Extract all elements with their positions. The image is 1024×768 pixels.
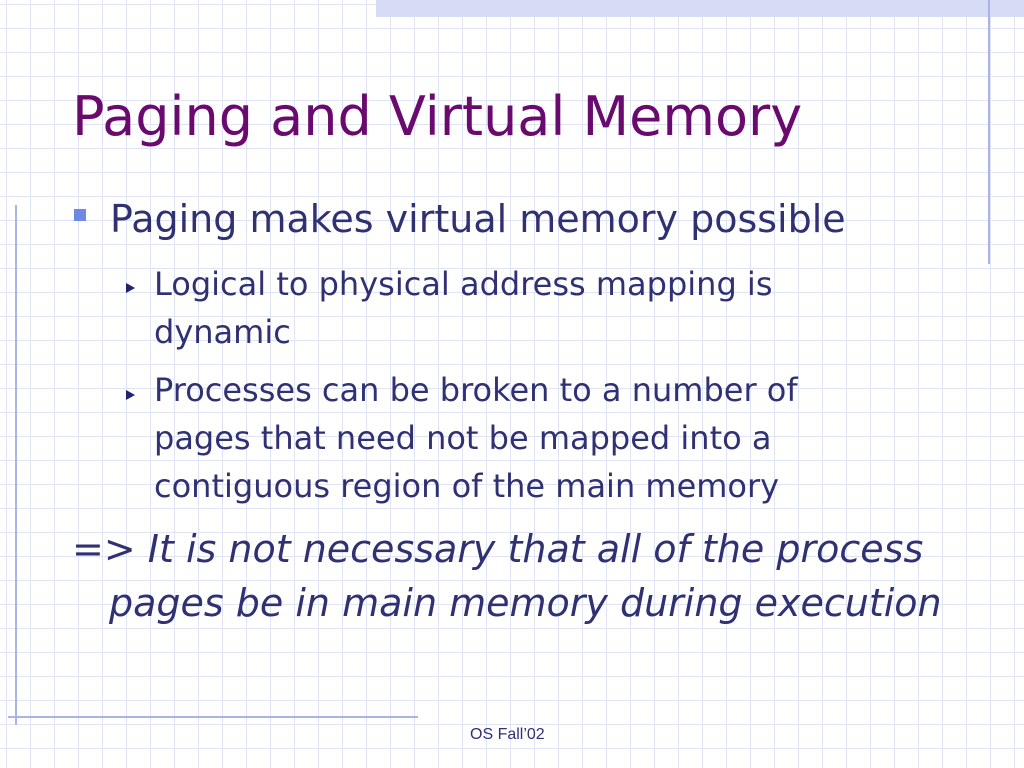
left-accent-line [15, 205, 17, 725]
bullet-text: Paging makes virtual memory possible [110, 197, 846, 241]
square-bullet-icon [74, 209, 86, 221]
conclusion-emphasis: It is not necessary that all of the proc… [109, 527, 942, 625]
right-accent-line [988, 0, 990, 264]
subbullet-text: Processes can be broken to a number of p… [154, 371, 798, 505]
arrow-bullet-icon [126, 283, 135, 293]
arrow-bullet-icon [126, 390, 135, 400]
top-accent-bar [376, 0, 1024, 17]
slide-title: Paging and Virtual Memory [72, 85, 803, 148]
subbullet-text: Logical to physical address mapping is d… [154, 265, 773, 351]
conclusion-prefix: => [72, 527, 148, 571]
slide-footer: OS Fall’02 [470, 726, 545, 743]
bottom-accent-line [8, 716, 418, 718]
conclusion-text: => It is not necessary that all of the p… [72, 522, 1009, 630]
